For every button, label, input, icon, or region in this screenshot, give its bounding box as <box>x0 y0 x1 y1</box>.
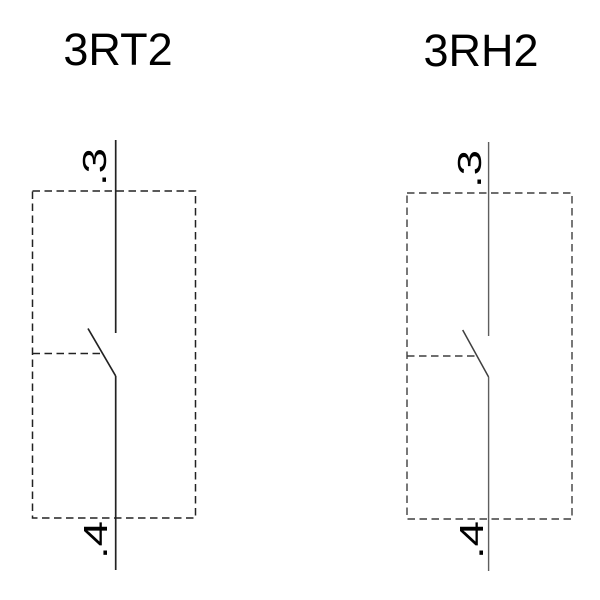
panel-label-3rt2: 3RT2 <box>63 24 172 75</box>
panel-label-3rh2: 3RH2 <box>423 25 538 76</box>
contact-blade-line <box>87 328 117 377</box>
terminal-label-bottom: .4 <box>77 521 114 559</box>
terminal-label-bottom: .4 <box>453 521 490 559</box>
contact-symbol-3rt2: 3RT2 .3 .4 <box>31 24 197 570</box>
terminal-label-top: .3 <box>76 148 113 186</box>
contact-blade-line <box>462 329 490 378</box>
contact-symbol-3rh2: 3RH2 .3 .4 <box>406 25 573 571</box>
terminal-label-top: .3 <box>451 150 488 188</box>
device-boundary-dashed-rect <box>31 190 197 519</box>
